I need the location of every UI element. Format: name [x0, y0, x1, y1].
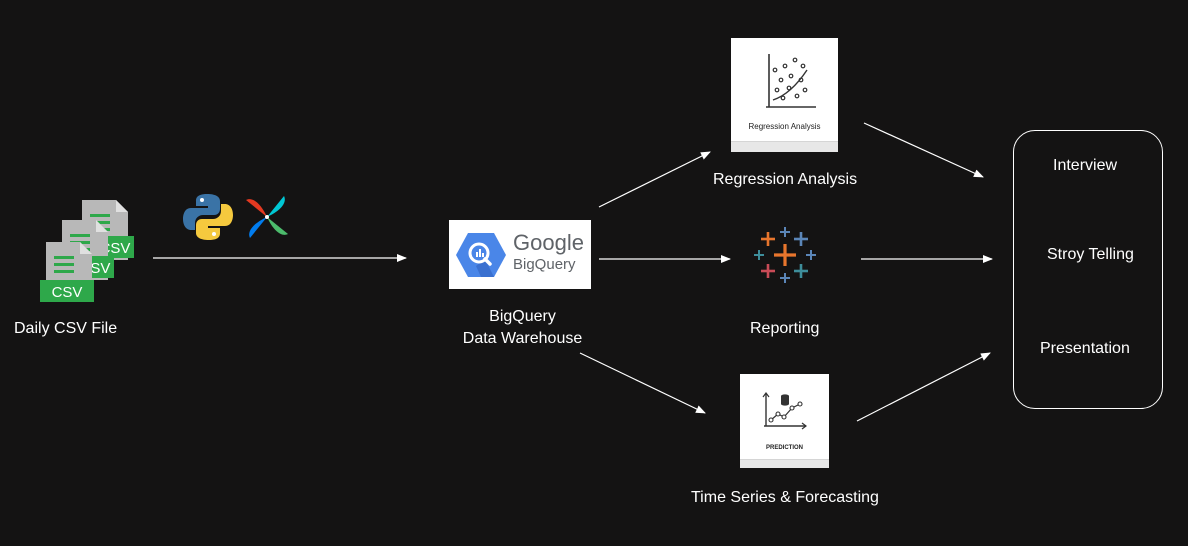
regression-label: Regression Analysis — [713, 171, 858, 188]
bigquery-brand: Google — [513, 230, 584, 255]
csv-files-icon: CSV CSV CSV — [40, 200, 134, 302]
bigquery-logo: Google BigQuery — [449, 220, 591, 289]
regression-card-caption: Regression Analysis — [748, 122, 821, 131]
forecasting-card: PREDICTION — [740, 374, 829, 468]
bigquery-product: BigQuery — [513, 256, 576, 273]
arrow-bigquery-to-forecasting — [579, 352, 706, 414]
warehouse-label-line1: BigQuery — [489, 308, 556, 325]
output-item-storytelling: Stroy Telling — [1047, 246, 1134, 263]
bigquery-icon — [456, 233, 506, 277]
regression-card: Regression Analysis — [731, 38, 838, 152]
forecasting-card-footer — [740, 459, 829, 468]
scatter-plot-icon — [766, 54, 816, 108]
tableau-icon — [754, 227, 816, 283]
outputs-box — [1013, 130, 1163, 409]
svg-text:CSV: CSV — [52, 284, 83, 301]
output-item-interview: Interview — [1053, 157, 1118, 174]
output-item-presentation: Presentation — [1040, 340, 1130, 357]
prediction-chart-icon — [762, 392, 807, 430]
arrow-regression-to-output — [863, 122, 984, 178]
source-label: Daily CSV File — [14, 320, 118, 337]
forecasting-card-caption: PREDICTION — [765, 445, 803, 451]
regression-card-footer — [731, 141, 838, 152]
forecasting-label: Time Series & Forecasting — [691, 489, 879, 506]
python-icon — [183, 194, 233, 240]
arrow-bigquery-to-regression — [598, 151, 711, 208]
warehouse-label-line2: Data Warehouse — [462, 330, 583, 347]
arrow-forecasting-to-output — [856, 352, 991, 422]
warehouse-label: BigQuery Data Warehouse — [460, 306, 585, 350]
airflow-icon — [246, 196, 288, 238]
reporting-label: Reporting — [750, 320, 820, 337]
